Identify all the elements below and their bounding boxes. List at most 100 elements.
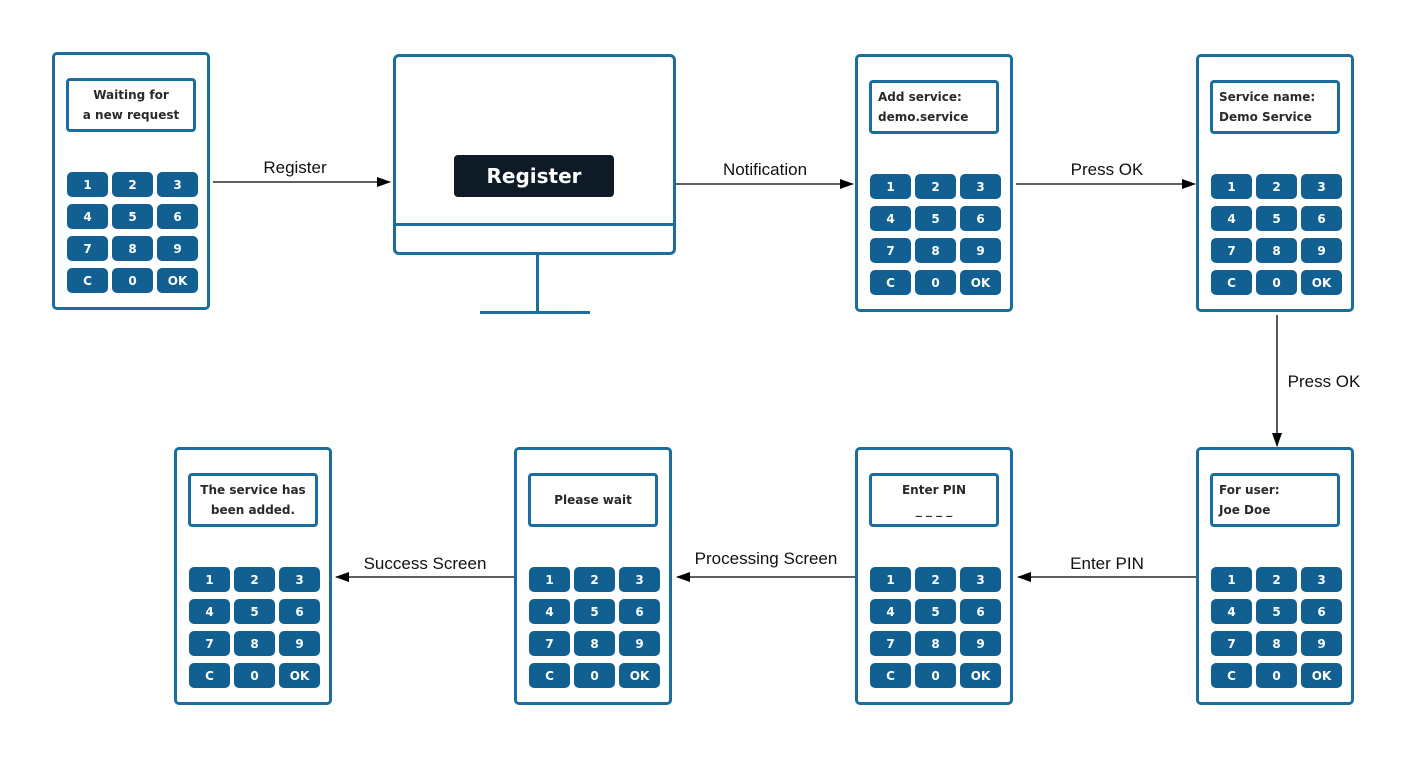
- key-3[interactable]: 3: [1301, 174, 1342, 199]
- key-c[interactable]: C: [870, 663, 911, 688]
- key-4[interactable]: 4: [870, 206, 911, 231]
- key-0[interactable]: 0: [112, 268, 153, 293]
- key-c[interactable]: C: [1211, 270, 1252, 295]
- key-4[interactable]: 4: [1211, 599, 1252, 624]
- key-9[interactable]: 9: [960, 631, 1001, 656]
- key-7[interactable]: 7: [529, 631, 570, 656]
- key-6[interactable]: 6: [619, 599, 660, 624]
- key-4[interactable]: 4: [67, 204, 108, 229]
- key-1[interactable]: 1: [870, 174, 911, 199]
- key-5[interactable]: 5: [1256, 206, 1297, 231]
- key-6[interactable]: 6: [1301, 599, 1342, 624]
- key-5[interactable]: 5: [915, 599, 956, 624]
- key-9[interactable]: 9: [157, 236, 198, 261]
- device-screen: The service has been added.: [188, 473, 318, 527]
- key-5[interactable]: 5: [1256, 599, 1297, 624]
- key-8[interactable]: 8: [574, 631, 615, 656]
- key-0[interactable]: 0: [915, 270, 956, 295]
- key-2[interactable]: 2: [1256, 567, 1297, 592]
- key-7[interactable]: 7: [67, 236, 108, 261]
- key-8[interactable]: 8: [1256, 238, 1297, 263]
- key-c[interactable]: C: [529, 663, 570, 688]
- screen-line: Demo Service: [1219, 110, 1312, 124]
- key-1[interactable]: 1: [67, 172, 108, 197]
- key-c[interactable]: C: [189, 663, 230, 688]
- device-screen: Waiting for a new request: [66, 78, 196, 132]
- key-2[interactable]: 2: [574, 567, 615, 592]
- key-2[interactable]: 2: [112, 172, 153, 197]
- key-ok[interactable]: OK: [157, 268, 198, 293]
- key-7[interactable]: 7: [870, 238, 911, 263]
- key-1[interactable]: 1: [870, 567, 911, 592]
- key-9[interactable]: 9: [1301, 631, 1342, 656]
- key-3[interactable]: 3: [279, 567, 320, 592]
- key-c[interactable]: C: [870, 270, 911, 295]
- key-5[interactable]: 5: [112, 204, 153, 229]
- key-5[interactable]: 5: [234, 599, 275, 624]
- key-4[interactable]: 4: [529, 599, 570, 624]
- key-4[interactable]: 4: [189, 599, 230, 624]
- key-0[interactable]: 0: [1256, 663, 1297, 688]
- key-4[interactable]: 4: [870, 599, 911, 624]
- key-8[interactable]: 8: [1256, 631, 1297, 656]
- screen-line: Add service:: [878, 90, 962, 104]
- key-6[interactable]: 6: [960, 206, 1001, 231]
- key-2[interactable]: 2: [234, 567, 275, 592]
- key-1[interactable]: 1: [1211, 567, 1252, 592]
- key-ok[interactable]: OK: [960, 270, 1001, 295]
- arrow-label-press-ok-vertical: Press OK: [1287, 372, 1361, 391]
- key-8[interactable]: 8: [112, 236, 153, 261]
- key-3[interactable]: 3: [619, 567, 660, 592]
- register-button[interactable]: Register: [454, 155, 614, 197]
- key-6[interactable]: 6: [279, 599, 320, 624]
- key-4[interactable]: 4: [1211, 206, 1252, 231]
- key-7[interactable]: 7: [870, 631, 911, 656]
- key-ok[interactable]: OK: [619, 663, 660, 688]
- key-2[interactable]: 2: [915, 174, 956, 199]
- key-9[interactable]: 9: [1301, 238, 1342, 263]
- key-1[interactable]: 1: [189, 567, 230, 592]
- key-3[interactable]: 3: [1301, 567, 1342, 592]
- key-2[interactable]: 2: [915, 567, 956, 592]
- key-3[interactable]: 3: [157, 172, 198, 197]
- key-0[interactable]: 0: [574, 663, 615, 688]
- key-8[interactable]: 8: [915, 631, 956, 656]
- key-6[interactable]: 6: [960, 599, 1001, 624]
- key-1[interactable]: 1: [529, 567, 570, 592]
- key-8[interactable]: 8: [915, 238, 956, 263]
- arrow-label-processing-screen: Processing Screen: [694, 549, 838, 568]
- key-0[interactable]: 0: [915, 663, 956, 688]
- key-ok[interactable]: OK: [1301, 270, 1342, 295]
- key-3[interactable]: 3: [960, 174, 1001, 199]
- key-5[interactable]: 5: [574, 599, 615, 624]
- key-ok[interactable]: OK: [279, 663, 320, 688]
- key-ok[interactable]: OK: [1301, 663, 1342, 688]
- key-7[interactable]: 7: [1211, 631, 1252, 656]
- key-9[interactable]: 9: [279, 631, 320, 656]
- key-ok[interactable]: OK: [960, 663, 1001, 688]
- key-6[interactable]: 6: [1301, 206, 1342, 231]
- key-c[interactable]: C: [67, 268, 108, 293]
- key-7[interactable]: 7: [189, 631, 230, 656]
- screen-line: Enter PIN: [901, 483, 966, 497]
- key-9[interactable]: 9: [619, 631, 660, 656]
- key-0[interactable]: 0: [234, 663, 275, 688]
- key-6[interactable]: 6: [157, 204, 198, 229]
- screen-line: a new request: [82, 108, 180, 122]
- key-3[interactable]: 3: [960, 567, 1001, 592]
- key-5[interactable]: 5: [915, 206, 956, 231]
- key-c[interactable]: C: [1211, 663, 1252, 688]
- key-9[interactable]: 9: [960, 238, 1001, 263]
- key-1[interactable]: 1: [1211, 174, 1252, 199]
- key-7[interactable]: 7: [1211, 238, 1252, 263]
- key-0[interactable]: 0: [1256, 270, 1297, 295]
- key-8[interactable]: 8: [234, 631, 275, 656]
- key-2[interactable]: 2: [1256, 174, 1297, 199]
